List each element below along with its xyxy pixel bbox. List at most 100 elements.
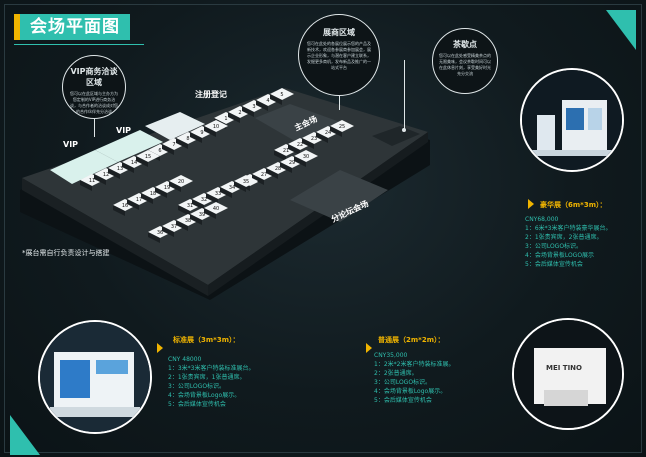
- callout-exhibitor-line: [339, 96, 340, 110]
- booth-side: [94, 174, 106, 185]
- normal-item-5: 5：会后媒体宣传机会: [374, 397, 432, 404]
- booth-side: [280, 162, 292, 173]
- booth-side: [270, 94, 282, 105]
- booth-number: 20: [178, 179, 184, 185]
- callout-vip-desc: 您可以在此区域与主办方为您定制的VIP进行商务洽谈，与合作者的洽谈成对您的合作伙…: [70, 91, 118, 114]
- booth-number: 28: [275, 166, 281, 172]
- booth-side: [220, 187, 232, 198]
- booth-number: 2: [238, 110, 241, 116]
- normal-arrow: [366, 343, 372, 353]
- booth-number: 21: [283, 148, 289, 154]
- callout-tea-desc: 您可以在此处感受精美茶点的无限美味，会议茶歇时间可以在此休息片刻，享受美好时光充…: [439, 53, 491, 76]
- booth-side: [192, 199, 204, 210]
- standard-booth-image: [40, 322, 150, 432]
- booth-side: [330, 126, 342, 137]
- booth-side: [266, 168, 278, 179]
- luxury-item-1: 1：6米*3米客户特装豪华展台。: [525, 225, 612, 232]
- floor-wall-right: [208, 132, 428, 296]
- booth-side: [316, 132, 328, 143]
- normal-item-1: 1：2米*2米客户特装标准展。: [374, 361, 455, 368]
- title-underline: [14, 44, 144, 45]
- normal-item-2: 2：2张普通席。: [374, 370, 418, 377]
- forum-hall-area: [290, 170, 388, 222]
- booth-side: [256, 100, 268, 111]
- title-accent-bar: [14, 14, 20, 40]
- booth-number: 6: [158, 148, 161, 154]
- booth-number: 4: [266, 98, 269, 104]
- booth-side: [190, 132, 202, 143]
- booth-number: 8: [186, 136, 189, 142]
- luxury-item-4: 4：会场背景板LOGO展示: [525, 252, 595, 259]
- booth-side: [190, 214, 202, 225]
- normal-title: 普通展（2m*2m）：: [378, 336, 445, 344]
- booth-number: 11: [89, 178, 95, 184]
- booth-number: 39: [199, 212, 205, 218]
- booth-number: 34: [229, 185, 235, 191]
- booth-side: [122, 162, 134, 173]
- booth-number: 32: [201, 197, 207, 203]
- booth-side: [136, 156, 148, 167]
- booth-number: 7: [172, 142, 175, 148]
- booth-number: 24: [325, 130, 331, 136]
- booth-layer: 1234567891011121314151617181920212223242…: [80, 88, 354, 243]
- booth-number: 13: [117, 166, 123, 172]
- main-hall-area: [255, 104, 340, 144]
- normal-price: CNY35,000: [374, 352, 408, 359]
- luxury-booth-image: [522, 70, 622, 170]
- booth-side: [155, 187, 167, 198]
- booth-side: [252, 174, 264, 185]
- booth-side: [176, 138, 188, 149]
- booth-side: [242, 106, 254, 117]
- design-note: *展台需自行负责设计与搭建: [22, 249, 110, 257]
- booth-number: 40: [213, 206, 219, 212]
- callout-vip-line: [94, 119, 95, 137]
- booth-number: 9: [200, 130, 203, 136]
- corner-decoration-left: [10, 415, 40, 455]
- booth-side: [178, 205, 190, 216]
- luxury-booth-photo: [520, 68, 624, 172]
- luxury-item-5: 5：会后媒体宣传机会: [525, 261, 583, 268]
- page-title: 会场平面图: [20, 14, 130, 40]
- booth-number: 12: [103, 172, 109, 178]
- normal-info: CNY35,000 1：2米*2米客户特装标准展。 2：2张普通席。 3：公司L…: [374, 351, 454, 405]
- luxury-price: CNY68,000: [525, 216, 559, 223]
- booth-10: 10: [204, 120, 228, 137]
- tea-area: [372, 126, 420, 146]
- callout-tea-line: [404, 60, 405, 130]
- booth-number: 33: [215, 191, 221, 197]
- callout-vip-title: VIP商务洽谈区域: [70, 67, 118, 87]
- booth-number: 5: [280, 92, 283, 98]
- standard-arrow: [157, 343, 163, 353]
- booth-30: 30: [294, 150, 318, 167]
- title-box: 会场平面图: [14, 14, 130, 40]
- booth-number: 15: [145, 154, 151, 160]
- booth-number: 35: [243, 179, 249, 185]
- normal-booth-sign: MEI TINO: [546, 364, 582, 372]
- callout-tea: 茶歇点 您可以在此处感受精美茶点的无限美味，会议茶歇时间可以在此休息片刻，享受美…: [432, 28, 498, 94]
- label-registration: 注册登记: [195, 90, 227, 99]
- booth-side: [204, 126, 216, 137]
- booth-side: [234, 181, 246, 192]
- standard-booth-photo: [38, 320, 152, 434]
- booth-side: [294, 156, 306, 167]
- luxury-title: 豪华展（6m*3m）：: [540, 201, 607, 209]
- normal-booth-image: [514, 320, 622, 428]
- booth-number: 22: [297, 142, 303, 148]
- callout-tea-title: 茶歇点: [453, 40, 477, 49]
- floor-wall: [22, 178, 208, 296]
- booth-number: 27: [261, 172, 267, 178]
- booth-number: 16: [122, 203, 128, 209]
- registration-block: [145, 112, 205, 140]
- luxury-arrow: [528, 199, 534, 209]
- booth-number: 25: [339, 124, 345, 130]
- booth-15: 15: [136, 150, 160, 167]
- vip-block-1: [50, 150, 118, 184]
- booth-number: 3: [252, 104, 255, 110]
- booth-side: [108, 168, 120, 179]
- booth-side: [274, 150, 286, 161]
- vip-block-2: [95, 130, 163, 162]
- booth-side: [162, 144, 174, 155]
- callout-tea-dot: [402, 128, 406, 132]
